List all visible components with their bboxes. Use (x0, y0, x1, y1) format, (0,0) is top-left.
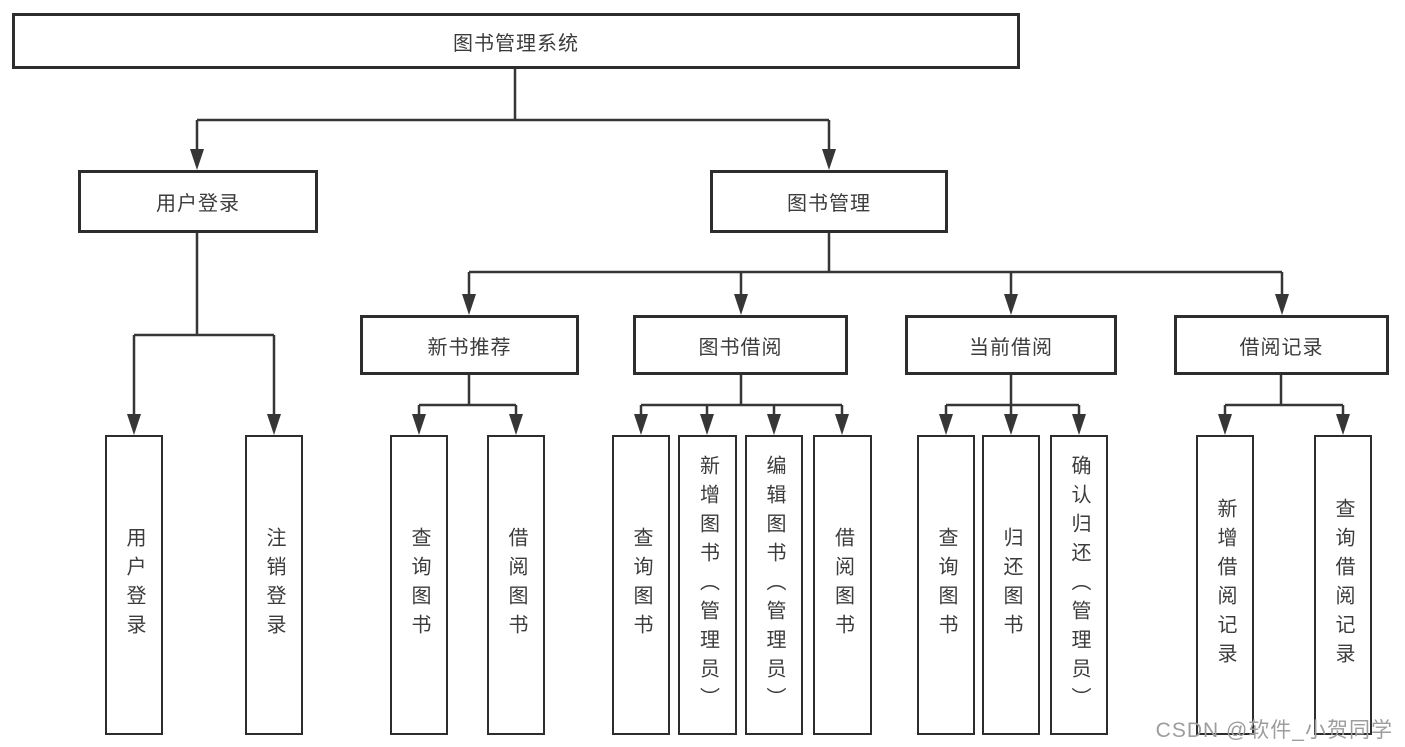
arrowhead-icon (1275, 294, 1289, 315)
arrowhead-icon (1072, 414, 1086, 435)
leaf-borrow-book-recommend: 借阅图书 (487, 435, 545, 735)
arrowhead-icon (462, 294, 476, 315)
arrowhead-icon (634, 414, 648, 435)
arrowhead-icon (1004, 414, 1018, 435)
node-library-system: 图书管理系统 (12, 13, 1020, 69)
watermark: CSDN @软件_小贺同学 (1155, 719, 1393, 742)
arrowhead-icon (767, 414, 781, 435)
node-borrow-records: 借阅记录 (1174, 315, 1389, 375)
leaf-confirm-return-admin: 确认归还（管理员） (1050, 435, 1108, 735)
connector-newbook-to-leaves (417, 375, 518, 417)
connector-current-to-leaves (944, 375, 1081, 417)
leaf-query-book-current: 查询图书 (917, 435, 975, 735)
connector-bookmgmt-to-level3 (467, 233, 1284, 297)
leaf-query-book-recommend: 查询图书 (390, 435, 448, 735)
arrowhead-icon (835, 414, 849, 435)
node-new-book-recommend: 新书推荐 (360, 315, 579, 375)
connector-records-to-leaves (1223, 375, 1345, 417)
node-user-login: 用户登录 (78, 170, 318, 233)
node-current-borrow: 当前借阅 (905, 315, 1117, 375)
arrowhead-icon (1336, 414, 1350, 435)
node-book-management: 图书管理 (710, 170, 948, 233)
arrowhead-icon (509, 414, 523, 435)
leaf-edit-book-admin: 编辑图书（管理员） (745, 435, 803, 735)
arrowhead-icon (412, 414, 426, 435)
leaf-query-borrow-record: 查询借阅记录 (1314, 435, 1372, 735)
connector-userlogin-to-leaves (132, 233, 276, 417)
arrowhead-icon (1218, 414, 1232, 435)
leaf-add-borrow-record: 新增借阅记录 (1196, 435, 1254, 735)
connector-borrowing-to-leaves (639, 375, 844, 417)
arrowhead-icon (190, 149, 204, 170)
node-book-borrowing: 图书借阅 (633, 315, 848, 375)
arrowhead-icon (127, 414, 141, 435)
arrowhead-icon (939, 414, 953, 435)
arrowhead-icon (1004, 294, 1018, 315)
arrowhead-icon (734, 294, 748, 315)
leaf-return-book: 归还图书 (982, 435, 1040, 735)
arrowhead-icon (267, 414, 281, 435)
leaf-borrow-book: 借阅图书 (813, 435, 872, 735)
arrowhead-icon (700, 414, 714, 435)
leaf-add-book-admin: 新增图书（管理员） (678, 435, 737, 735)
leaf-user-login: 用户登录 (105, 435, 163, 735)
arrowhead-icon (822, 149, 836, 170)
connector-root-to-level2 (195, 69, 831, 152)
leaf-query-book-borrowing: 查询图书 (612, 435, 670, 735)
leaf-logout: 注销登录 (245, 435, 303, 735)
